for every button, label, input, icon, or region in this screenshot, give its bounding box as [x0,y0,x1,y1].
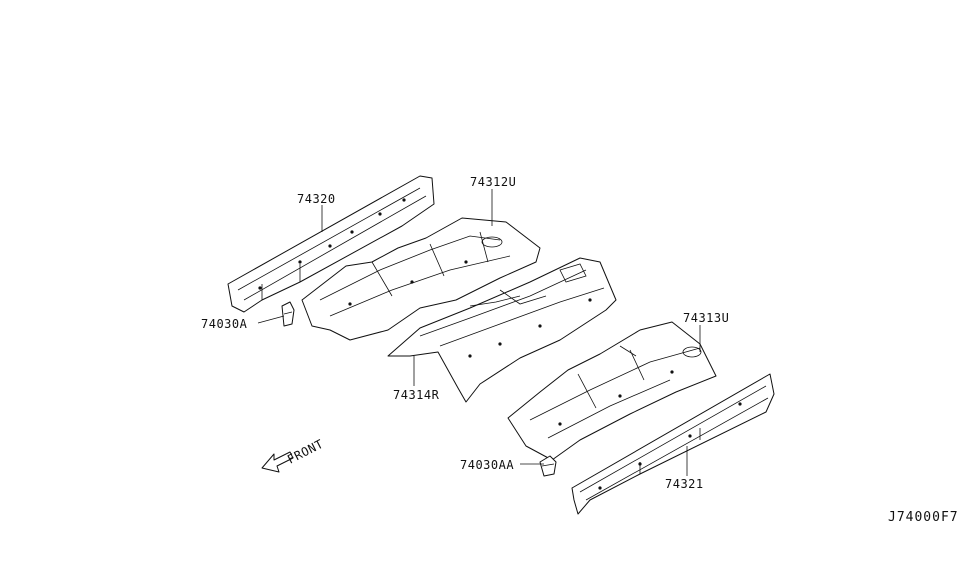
part-74312u-drawing [301,217,541,341]
part-label-74030a: 74030A [201,317,248,331]
part-74313u-drawing [507,321,717,461]
reference-code: J74000F7 [888,510,959,525]
part-label-74030aa: 74030AA [460,458,514,472]
part-label-74314r: 74314R [393,388,440,402]
part-label-74321: 74321 [665,477,704,491]
part-74320-drawing [227,175,435,313]
part-label-74312u: 74312U [470,175,516,189]
part-74321-drawing [571,373,775,515]
leader-lines [257,189,701,476]
part-74030a-drawing [281,301,295,327]
part-74030aa-drawing [539,455,557,477]
front-arrow-icon [261,451,294,473]
part-74314r-drawing [387,257,617,403]
front-direction-indicator: FRONT [261,437,326,473]
part-label-74320: 74320 [297,192,336,206]
front-label: FRONT [285,437,326,467]
part-label-74313u: 74313U [683,311,729,325]
